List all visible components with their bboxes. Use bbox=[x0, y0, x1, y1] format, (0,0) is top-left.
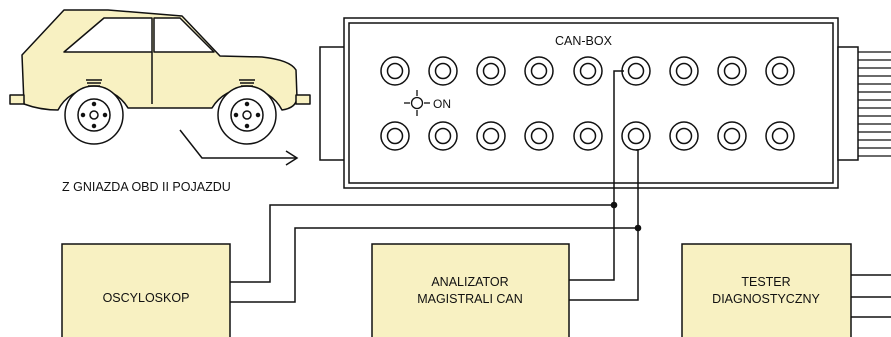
canbox-left-connector bbox=[319, 46, 346, 161]
led-indicator-icon bbox=[404, 90, 430, 116]
socket-icon[interactable] bbox=[476, 121, 506, 151]
socket-icon[interactable] bbox=[621, 121, 651, 151]
socket-icon[interactable] bbox=[765, 121, 795, 151]
analyzer-label-line2: MAGISTRALI CAN bbox=[417, 292, 523, 306]
junction-dot-icon bbox=[634, 224, 642, 232]
tester-box: TESTER DIAGNOSTYCZNY bbox=[681, 243, 852, 337]
wheel-icon bbox=[217, 79, 277, 145]
car-bumper-front bbox=[295, 94, 311, 105]
socket-row-top bbox=[380, 56, 795, 86]
oscilloscope-box: OSCYLOSKOP bbox=[61, 243, 231, 337]
analyzer-label-line1: ANALIZATOR bbox=[431, 275, 508, 289]
canbox-cable-bundle bbox=[858, 51, 891, 157]
oscilloscope-label: OSCYLOSKOP bbox=[103, 291, 190, 305]
socket-icon[interactable] bbox=[669, 56, 699, 86]
canbox-right-connector bbox=[837, 46, 859, 161]
socket-icon[interactable] bbox=[380, 121, 410, 151]
canbox-title: CAN-BOX bbox=[555, 34, 613, 48]
socket-icon[interactable] bbox=[573, 121, 603, 151]
socket-icon[interactable] bbox=[669, 121, 699, 151]
analyzer-box: ANALIZATOR MAGISTRALI CAN bbox=[371, 243, 570, 337]
socket-icon[interactable] bbox=[621, 56, 651, 86]
car-window-front bbox=[153, 17, 215, 53]
car-icon bbox=[9, 9, 311, 111]
junction-dot-icon bbox=[610, 201, 618, 209]
socket-icon[interactable] bbox=[476, 56, 506, 86]
indicator-label: ON bbox=[433, 97, 451, 111]
socket-icon[interactable] bbox=[428, 56, 458, 86]
tester-label-line1: TESTER bbox=[741, 275, 790, 289]
socket-icon[interactable] bbox=[765, 56, 795, 86]
socket-row-bottom bbox=[380, 121, 795, 151]
source-label: Z GNIAZDA OBD II POJAZDU bbox=[62, 180, 231, 194]
socket-icon[interactable] bbox=[380, 56, 410, 86]
car-bumper-rear bbox=[9, 94, 25, 105]
socket-icon[interactable] bbox=[573, 56, 603, 86]
socket-icon[interactable] bbox=[524, 56, 554, 86]
socket-icon[interactable] bbox=[717, 56, 747, 86]
socket-icon[interactable] bbox=[428, 121, 458, 151]
socket-icon[interactable] bbox=[717, 121, 747, 151]
socket-icon[interactable] bbox=[524, 121, 554, 151]
wheel-icon bbox=[64, 79, 124, 145]
arrow-icon bbox=[179, 129, 299, 166]
tester-label-line2: DIAGNOSTYCZNY bbox=[712, 292, 820, 306]
